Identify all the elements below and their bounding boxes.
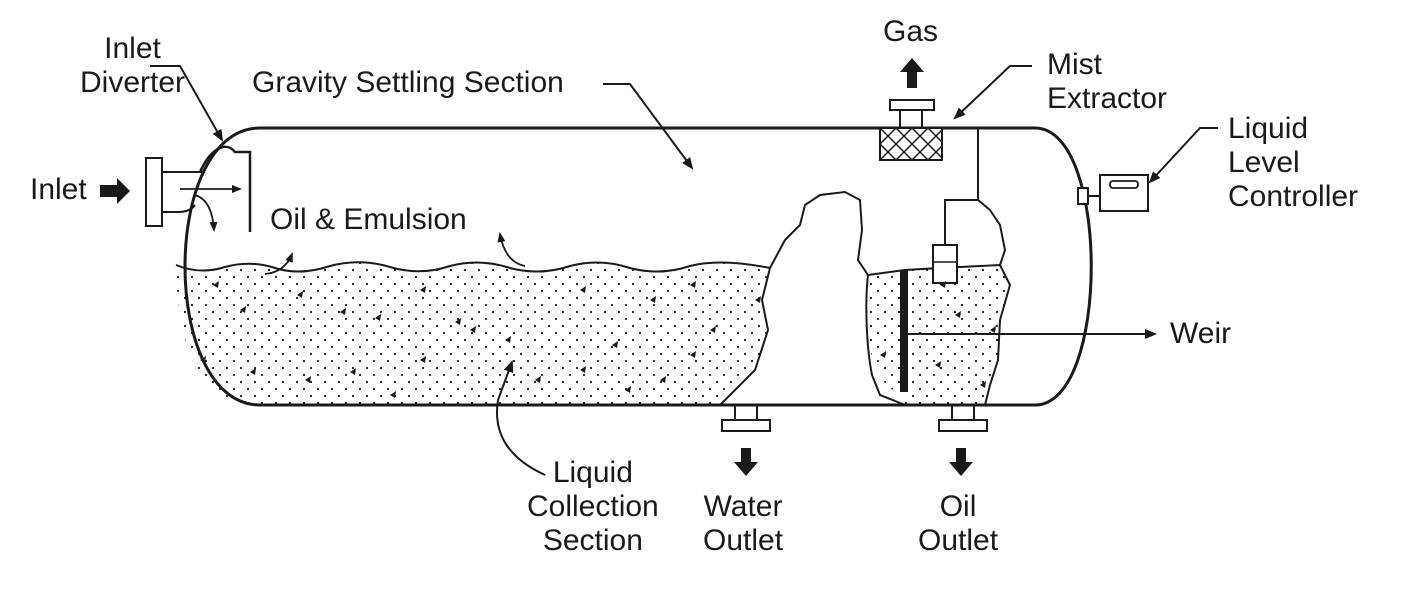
- label-oil-outlet: Oil Outlet: [918, 490, 998, 558]
- oil-outlet-arrow-icon: [949, 448, 973, 476]
- label-inlet: Inlet: [30, 173, 87, 206]
- leader-liquid-collection: [496, 360, 546, 476]
- label-liquid-collection: Liquid Collection Section: [527, 456, 659, 558]
- float: [932, 244, 958, 284]
- label-mist-extractor-line1: Mist: [1047, 48, 1102, 81]
- label-oil-outlet-line2: Outlet: [918, 524, 999, 557]
- water-outlet-arrow-icon: [734, 448, 758, 476]
- gas-arrow-icon: [900, 58, 924, 88]
- leader-mist-extractor: [953, 65, 1032, 120]
- label-water-outlet-line2: Outlet: [703, 524, 784, 557]
- label-water-outlet: Water Outlet: [703, 490, 783, 558]
- liquid-surface: [175, 261, 771, 273]
- label-level-controller-line3: Controller: [1228, 180, 1359, 213]
- gas-nozzle: [899, 109, 923, 128]
- leader-oil-emulsion-2: [497, 232, 526, 267]
- label-oil-emulsion: Oil & Emulsion: [270, 203, 467, 236]
- label-gas: Gas: [883, 15, 939, 48]
- label-inlet-diverter-line1: Inlet: [104, 32, 161, 65]
- leader-gravity-settling: [603, 83, 694, 170]
- label-mist-extractor: Mist Extractor: [1047, 48, 1167, 116]
- oil-outlet-nozzle: [951, 405, 975, 421]
- leader-oil-emulsion-1: [264, 252, 293, 275]
- inlet-arrow-icon: [100, 178, 130, 204]
- label-level-controller-line1: Liquid: [1228, 112, 1309, 145]
- label-mist-extractor-line2: Extractor: [1047, 82, 1168, 115]
- inlet-diverter-shape: [198, 145, 252, 232]
- controller-linkage: [944, 128, 1007, 266]
- label-inlet-diverter-line2: Diverter: [80, 66, 186, 99]
- label-liquid-collection-line2: Collection: [527, 490, 659, 523]
- label-liquid-collection-line3: Section: [542, 524, 643, 557]
- leader-inlet-diverter: [150, 65, 223, 142]
- label-oil-outlet-line1: Oil: [939, 490, 977, 523]
- oil-chamber-left-edge: [865, 274, 906, 406]
- label-level-controller: Liquid Level Controller: [1228, 112, 1358, 214]
- droplet-marks: [200, 281, 996, 398]
- water-outlet-nozzle: [734, 405, 758, 421]
- label-level-controller-line2: Level: [1228, 146, 1300, 179]
- inlet-flange: [145, 157, 163, 227]
- leader-level-controller: [1148, 127, 1218, 184]
- cutaway-edge-left: [719, 190, 869, 406]
- label-inlet-diverter: Inlet Diverter: [80, 32, 185, 100]
- liquid-collection-fill: [176, 262, 770, 405]
- label-liquid-collection-line1: Liquid: [552, 456, 633, 489]
- oil-chamber-edge: [867, 263, 1012, 406]
- label-gravity-settling: Gravity Settling Section: [252, 66, 564, 99]
- weir-plate: [900, 270, 908, 392]
- label-water-outlet-line1: Water: [703, 490, 783, 523]
- inlet-nozzle: [162, 171, 205, 213]
- label-weir: Weir: [1170, 317, 1232, 350]
